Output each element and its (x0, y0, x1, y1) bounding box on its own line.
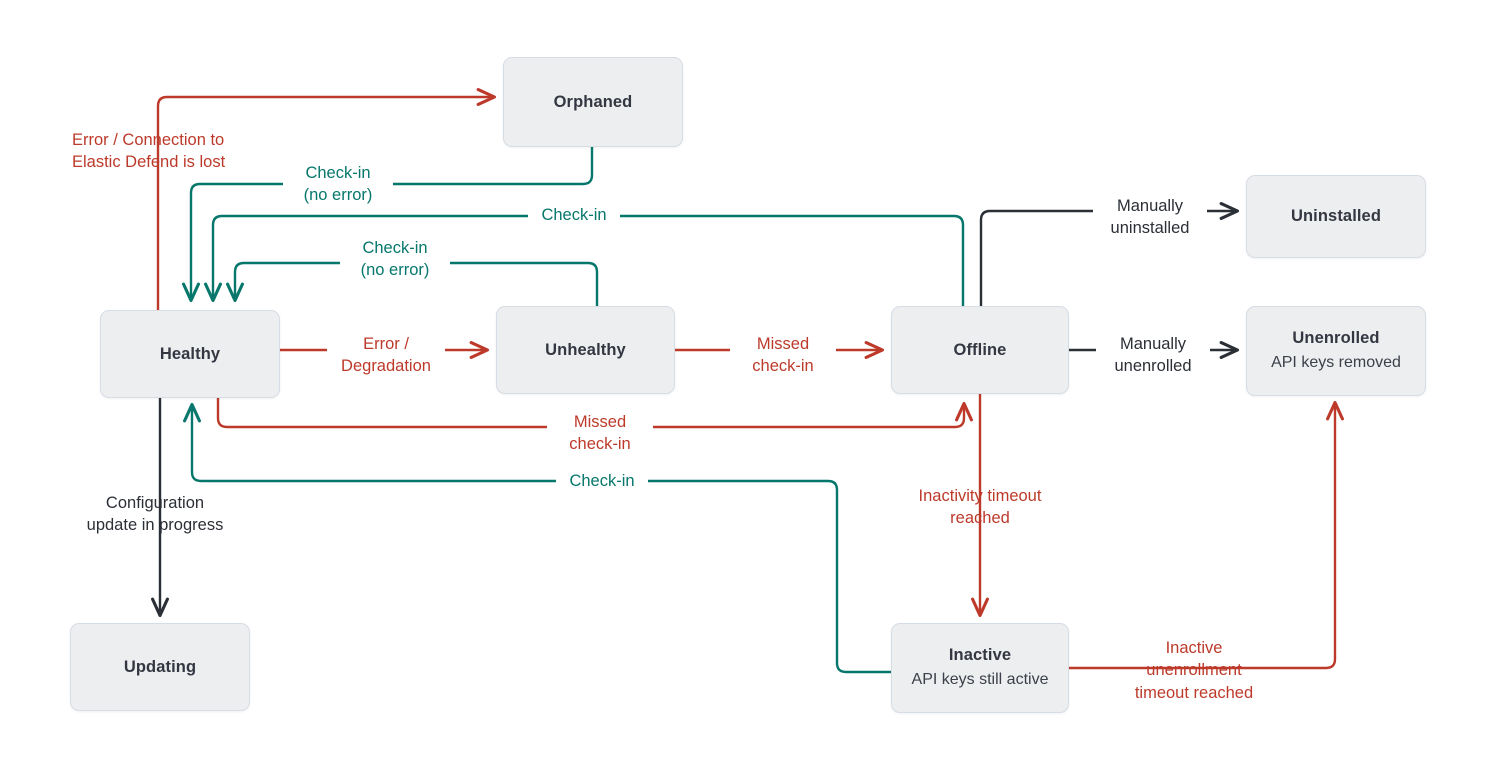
node-healthy[interactable]: Healthy (100, 310, 280, 398)
node-updating-title: Updating (123, 657, 197, 676)
node-uninstalled-title: Uninstalled (1290, 207, 1382, 226)
node-updating[interactable]: Updating (70, 623, 250, 711)
node-unenrolled[interactable]: Unenrolled API keys removed (1246, 306, 1426, 396)
node-orphaned-title: Orphaned (553, 92, 633, 111)
edge-label-offline-to-unenrolled: Manually unenrolled (1096, 333, 1210, 378)
node-offline-title: Offline (953, 340, 1007, 359)
edge-healthy-to-orphaned (156, 97, 494, 310)
node-inactive-subtitle: API keys still active (911, 670, 1049, 688)
node-unhealthy[interactable]: Unhealthy (496, 306, 675, 394)
edge-inactive-to-healthy (192, 405, 891, 674)
edge-label-healthy-to-orphaned: Error / Connection to Elastic Defend is … (72, 131, 226, 172)
node-offline[interactable]: Offline (891, 306, 1069, 394)
node-uninstalled[interactable]: Uninstalled (1246, 175, 1426, 258)
edge-offline-to-uninstalled (979, 211, 1237, 306)
node-healthy-title: Healthy (159, 344, 221, 363)
edge-inactive-to-unenrolled (1069, 403, 1335, 670)
edge-label-offline-to-uninstalled: Manually uninstalled (1093, 195, 1207, 240)
node-unhealthy-title: Unhealthy (545, 340, 626, 359)
edge-label-inactive-to-healthy: Check-in (556, 470, 648, 493)
node-inactive-title: Inactive (948, 646, 1012, 665)
edge-label-healthy-to-offline: Missed check-in (547, 411, 653, 456)
node-orphaned[interactable]: Orphaned (503, 57, 683, 147)
edge-label-offline-to-healthy: Check-in (528, 204, 620, 227)
node-inactive[interactable]: Inactive API keys still active (891, 623, 1069, 713)
edge-label-inactive-to-unenrolled: Inactive unenrollment timeout reached (1134, 639, 1254, 702)
edge-label-healthy-to-updating: Configuration update in progress (86, 494, 224, 535)
node-unenrolled-title: Unenrolled (1292, 329, 1380, 348)
edge-offline-to-healthy (213, 214, 965, 306)
edge-label-healthy-to-unhealthy: Error / Degradation (327, 333, 445, 378)
node-unenrolled-subtitle: API keys removed (1271, 353, 1401, 371)
edge-label-orphaned-to-healthy: Check-in (no error) (283, 162, 393, 207)
edge-label-unhealthy-to-offline: Missed check-in (730, 333, 836, 378)
edge-label-offline-to-inactive: Inactivity timeout reached (918, 487, 1042, 528)
edge-label-unhealthy-to-healthy: Check-in (no error) (340, 237, 450, 282)
